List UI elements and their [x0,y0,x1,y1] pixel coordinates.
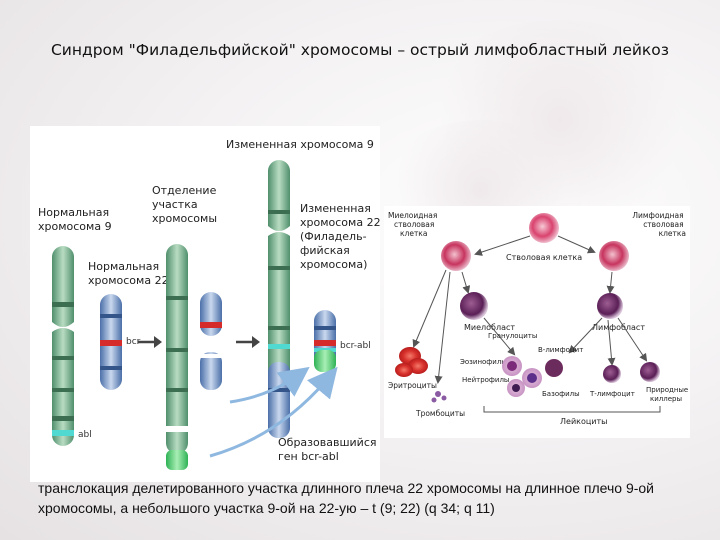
label-normal-9: Нормальная хромосома 9 [38,206,113,233]
label-eosinophils: Эозинофилы [460,358,507,366]
leukocytes-bracket [483,406,661,413]
arrow-icon [568,317,603,354]
arrow-icon [461,271,471,294]
gene-abl-label: abl [78,430,92,440]
caption-text: транслокация делетированного участка дли… [38,480,655,516]
lymphoblast-icon [597,293,623,319]
natural-killer-icon [640,362,660,382]
arrow-icon [607,319,616,366]
normal-chromosome-22 [100,294,122,390]
label-t-lymphocyte: Т-лимфоцит [589,390,635,398]
label-lymphoblast: Лимфобласт [592,323,645,332]
platelet-icon [441,395,447,401]
b-lymphocyte-icon [545,359,563,377]
gene-bcr-abl-label: bcr-abl [340,341,371,351]
gene-bcr-label: bcr [126,337,141,347]
separating-chromosome-9 [166,244,188,470]
platelet-icon [431,397,437,403]
label-neutrophils: Нейтрофилы [462,376,509,384]
arrow-icon [557,235,596,254]
stem-cell-icon [529,213,559,243]
label-granulocytes: Гранулоциты [488,332,537,340]
chromosome-diagram: Измененная хромосома 9 Нормальная хромос… [30,126,381,482]
cell-nucleus [512,384,520,392]
separating-chromosome-22 [200,292,222,390]
arrow-icon [483,317,516,356]
label-b-lymphocyte: В-лимфоцит [538,346,583,354]
label-formed-gene: Образовавшийся ген bcr-abl [278,436,380,463]
hematopoiesis-diagram-svg: Миелоидная стволовая клетка Лимфоидная с… [388,211,690,426]
normal-chromosome-9 [52,246,74,446]
platelet-icon [435,391,441,397]
lymphoid-stem-cell-icon [599,241,629,271]
arrow-icon [412,269,447,348]
myeloid-stem-cell-icon [441,241,471,271]
hematopoiesis-diagram: Миелоидная стволовая клетка Лимфоидная с… [384,206,690,438]
label-basophils: Базофилы [542,390,580,398]
arrow-icon [606,271,615,294]
label-natural-killers: Природные киллеры [646,386,690,403]
arrowhead-icon [154,336,162,348]
philadelphia-chromosome-22 [314,310,336,372]
arrowhead-icon [252,336,260,348]
t-lymphocyte-icon [603,365,621,383]
label-erythrocytes: Эритроциты [388,381,437,390]
cell-nucleus [507,361,517,371]
curved-arrow-icon [209,366,338,458]
arrow-icon [434,271,451,384]
changed-chromosome-9 [268,160,290,438]
label-myeloblast: Миелобласт [464,323,515,332]
label-changed-9: Измененная хромосома 9 [226,138,374,151]
curved-arrow-icon [229,366,310,404]
myeloblast-icon [460,292,488,320]
label-platelets: Тромбоциты [415,409,465,418]
label-leukocytes: Лейкоциты [560,417,607,426]
arrow-icon [474,235,531,256]
label-lymphoid-stem: Лимфоидная стволовая клетка [632,211,686,238]
label-changed-22: Измененная хромосома 22 (Филадель- фийск… [300,202,380,271]
arrow-icon [617,317,648,362]
label-normal-22: Нормальная хромосома 22 [88,260,169,287]
label-stem-cell: Стволовая клетка [506,253,582,262]
cell-nucleus [527,373,537,383]
label-separation: Отделение участка хромосомы [152,184,220,225]
erythrocyte-icon [395,363,413,377]
label-myeloid-stem: Миелоидная стволовая клетка [388,211,440,238]
chromosome-diagram-svg: Измененная хромосома 9 Нормальная хромос… [38,138,381,470]
slide-title: Синдром "Филадельфийской" хромосомы – ос… [50,41,670,59]
